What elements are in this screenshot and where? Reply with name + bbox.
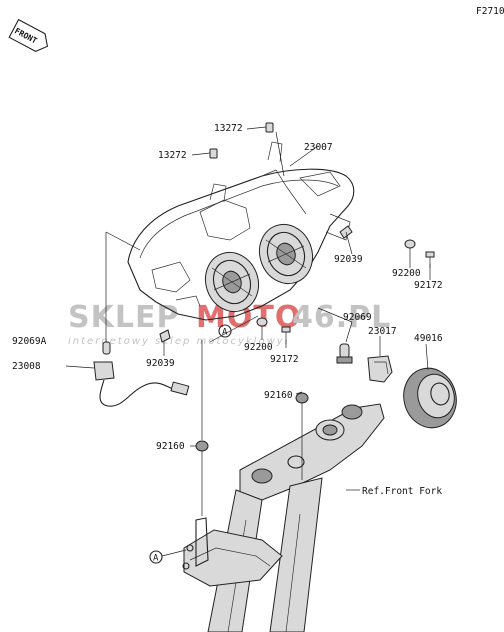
headlight-housing — [127, 141, 355, 321]
washer-92200-right — [404, 239, 416, 249]
callout-92200-right[interactable]: 92200 — [392, 268, 421, 279]
callout-92200-middle[interactable]: 92200 — [244, 342, 273, 353]
callout-23008[interactable]: 23008 — [12, 361, 41, 372]
callout-92160-lower[interactable]: 92160 — [156, 441, 185, 452]
callout-13272-lower[interactable]: 13272 — [158, 150, 187, 161]
reference-marker-text: A — [153, 554, 159, 564]
callout-23007[interactable]: 23007 — [304, 142, 333, 153]
callout-49016[interactable]: 49016 — [414, 333, 443, 344]
reference-marker-a-upper: A — [218, 324, 232, 338]
socket-harness-23008 — [93, 361, 190, 407]
cover-49016 — [403, 367, 457, 429]
grommet-92160-upper — [295, 392, 309, 404]
bulb-92069A — [102, 341, 111, 355]
part-labels: 13272 13272 23007 92039 92200 92172 9206… — [12, 123, 443, 497]
callout-23017[interactable]: 23017 — [368, 326, 397, 337]
callout-13272-upper[interactable]: 13272 — [214, 123, 243, 134]
grommet-92160-lower — [195, 440, 209, 452]
watermark-tagline: internetowy sklep motocyklowy — [68, 336, 285, 347]
diagram-code: F2710 — [476, 6, 504, 17]
callout-92039-lower[interactable]: 92039 — [146, 358, 175, 369]
callout-92172-right[interactable]: 92172 — [414, 280, 443, 291]
callout-92172-middle[interactable]: 92172 — [270, 354, 299, 365]
clip-13272-lower — [209, 148, 218, 159]
callout-92039-right[interactable]: 92039 — [334, 254, 363, 265]
front-direction-tag: FRONT — [8, 18, 49, 53]
watermark-brand-gray-1: SKLEP — [68, 300, 179, 335]
callout-92069[interactable]: 92069 — [343, 312, 372, 323]
screw-92039-lower — [159, 329, 171, 343]
reference-marker-text: A — [222, 328, 228, 338]
bulb-92069 — [336, 343, 353, 364]
front-tag-text: FRONT — [13, 26, 39, 45]
reference-marker-a-lower: A — [149, 550, 163, 564]
front-fork-assembly — [182, 403, 385, 632]
callout-92160-upper[interactable]: 92160 — [264, 390, 293, 401]
clip-13272-upper — [265, 122, 274, 133]
washer-92200-middle — [256, 317, 268, 327]
callout-92069A[interactable]: 92069A — [12, 336, 47, 347]
reference-note[interactable]: Ref.Front Fork — [362, 486, 442, 497]
watermark: SKLEP MOTO 46.PL internetowy sklep motoc… — [68, 300, 390, 347]
socket-23017 — [367, 355, 393, 383]
leader-lines — [65, 126, 431, 557]
